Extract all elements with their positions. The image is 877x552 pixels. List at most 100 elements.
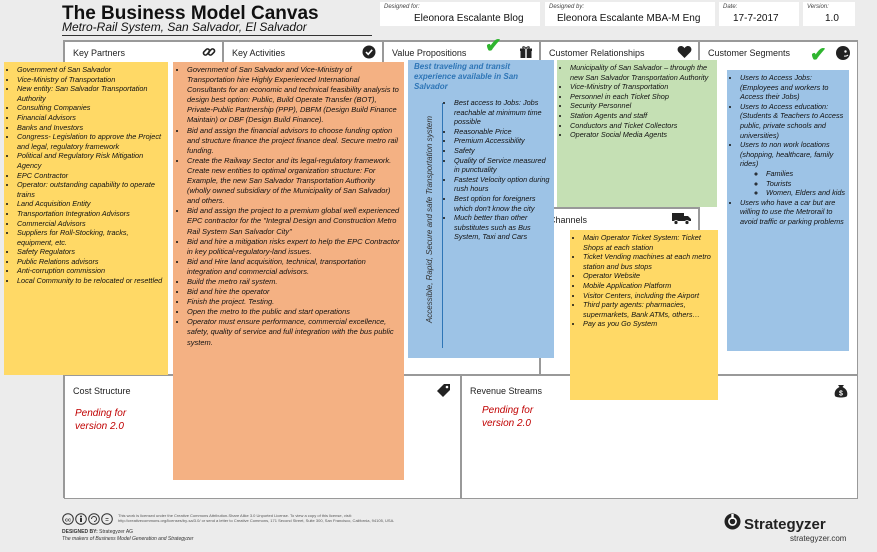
customer-relationships-note: Municipality of San Salvador – through t… [557,60,717,207]
strategyzer-logo-text: Strategyzer [744,515,826,533]
money-bag-icon: $ [833,382,849,402]
customer-segment-subitem: Families [766,169,846,179]
channels-header: Channels [549,215,588,225]
svg-text:$: $ [839,391,843,398]
key-partner-item: Land Acquisition Entity [17,199,165,209]
revenue-streams-header: Revenue Streams [470,386,543,396]
key-partners-note: Government of San SalvadorVice-Ministry … [4,62,168,375]
value-prop-vertical-box: Accessible, Rapid, Secure and safe Trans… [410,102,440,352]
key-partner-item: Financial Advisors [17,113,165,123]
key-partner-item: Vice-Ministry of Transportation [17,75,165,85]
license-text: This work is licensed under the Creative… [118,513,395,523]
designed-by-box: Designed by: Eleonora Escalante MBA-M En… [545,2,715,26]
customer-segments-header: Customer Segments [708,48,791,58]
key-partner-item: EPC Contractor [17,171,165,181]
customer-relationships-list: Municipality of San Salvador – through t… [560,63,714,140]
key-partner-item: Commercial Advisors [17,219,165,229]
customer-segment-item: Users to Access education: (Students & T… [740,102,846,140]
key-activity-item: Build the metro rail system. [187,277,400,287]
strategyzer-url[interactable]: strategyzer.com [790,534,847,543]
version-box: Version: 1.0 [803,2,855,26]
value-prop-vertical-text: Accessible, Rapid, Secure and safe Trans… [425,115,434,324]
value-prop-item: Premium Accessibility [454,136,552,146]
value-prop-bracket [442,103,444,348]
value-prop-list: Best access to Jobs: Jobs reachable at m… [446,98,552,242]
channel-item: Pay as you Go System [583,319,715,329]
channel-item: Mobile Application Platform [583,281,715,291]
key-activity-item: Finish the project. Testing. [187,297,400,307]
value-propositions-check-icon: ✔ [485,35,502,57]
key-partner-item: Transportation Integration Advisors [17,209,165,219]
designed-for-value: Eleonora Escalante Blog [414,13,524,24]
key-activity-item: Government of San Salvador and Vice-Mini… [187,65,400,126]
version-label: Version: [807,4,829,10]
key-partner-item: Public Relations advisors [17,257,165,267]
key-activities-list: Government of San Salvador and Vice-Mini… [177,65,400,348]
date-value: 17-7-2017 [733,13,779,24]
designed-by-footer: DESIGNED BY: Strategyzer AG [62,529,133,535]
value-prop-item: Best access to Jobs: Jobs reachable at m… [454,98,552,127]
channels-note: Main Operator Ticket System: Ticket Shop… [570,230,718,400]
strategyzer-logo: Strategyzer [724,513,826,535]
key-partner-item: Anti-corruption commission [17,266,165,276]
key-activity-item: Bid and hire a mitigation risks expert t… [187,237,400,257]
customer-relationship-item: Municipality of San Salvador – through t… [570,63,714,82]
key-activities-header: Key Activities [232,48,286,58]
channel-item: Third party agents: pharmacies, supermar… [583,300,715,319]
subtitle-underline [62,35,372,36]
tag-icon [436,382,452,401]
strategyzer-logo-icon [724,513,741,535]
key-activity-item: Bid and assign the financial advisors to… [187,126,400,156]
key-partner-item: New entity: San Salvador Transportation … [17,84,165,103]
date-label: Date: [723,4,738,10]
customer-segment-subitem: Women, Elders and kids [766,188,846,198]
revenue-pending-text: Pending for version 2.0 [482,405,534,429]
value-prop-headline: Best traveling and transit experience av… [414,62,519,91]
key-partner-item: Operator: outstanding capability to oper… [17,180,165,199]
channel-item: Main Operator Ticket System: Ticket Shop… [583,233,715,252]
date-box: Date: 17-7-2017 [719,2,799,26]
check-circle-icon [362,45,376,62]
designed-for-box: Designed for: Eleonora Escalante Blog [380,2,540,26]
canvas-subtitle: Metro-Rail System, San Salvador, El Salv… [62,20,307,34]
cc-license-icons: cc = [62,512,122,530]
value-propositions-header: Value Propositions [392,48,467,58]
channel-item: Operator Website [583,271,715,281]
channel-item: Ticket Vending machines at each metro st… [583,252,715,271]
key-partner-item: Local Community to be relocated or reset… [17,276,165,286]
designed-by-value: Eleonora Escalante MBA-M Eng [557,13,701,24]
customer-segment-item: Users to Access Jobs: (Employees and wor… [740,73,846,102]
person-icon [835,45,851,64]
value-prop-item: Much better than other substitutes such … [454,213,552,242]
value-prop-item: Safety [454,146,552,156]
channels-list: Main Operator Ticket System: Ticket Shop… [573,233,715,329]
footer-designed-by-value: Strategyzer AG [99,529,134,535]
value-prop-item: Quality of Service measured in punctuali… [454,156,552,175]
customer-segments-list: Users to Access Jobs: (Employees and wor… [730,73,846,227]
heart-icon [677,45,692,62]
version-value: 1.0 [825,13,839,24]
footer-tagline: The makers of Business Model Generation … [62,536,194,542]
designed-by-label: Designed by: [549,4,585,10]
designed-for-label: Designed for: [384,4,420,10]
canvas-title: The Business Model Canvas [62,3,319,24]
key-partner-item: Banks and Investors [17,123,165,133]
customer-segments-check-icon: ✔ [810,44,827,66]
key-partner-item: Government of San Salvador [17,65,165,75]
customer-segment-sublist: FamiliesTouristsWomen, Elders and kids [740,169,846,198]
value-propositions-note: Best traveling and transit experience av… [408,60,554,358]
customer-relationship-item: Security Personnel [570,101,714,111]
key-activities-note: Government of San Salvador and Vice-Mini… [173,62,404,480]
customer-segment-item: Users to non work locations (shopping, h… [740,140,846,169]
customer-relationship-item: Operator Social Media Agents [570,130,714,140]
key-partner-item: Suppliers for Roll-Stocking, tracks, equ… [17,228,165,247]
customer-segment-item: Users who have a car but are willing to … [740,198,846,227]
gift-icon [519,45,533,62]
key-activity-item: Create the Railway Sector and its legal-… [187,156,400,206]
key-activity-item: Open the metro to the public and start o… [187,307,400,317]
footer-designed-by-label: DESIGNED BY: [62,529,98,535]
link-icon [202,45,216,62]
customer-segment-subitem: Tourists [766,179,846,189]
value-prop-item: Reasonable Price [454,127,552,137]
truck-icon [672,212,692,228]
